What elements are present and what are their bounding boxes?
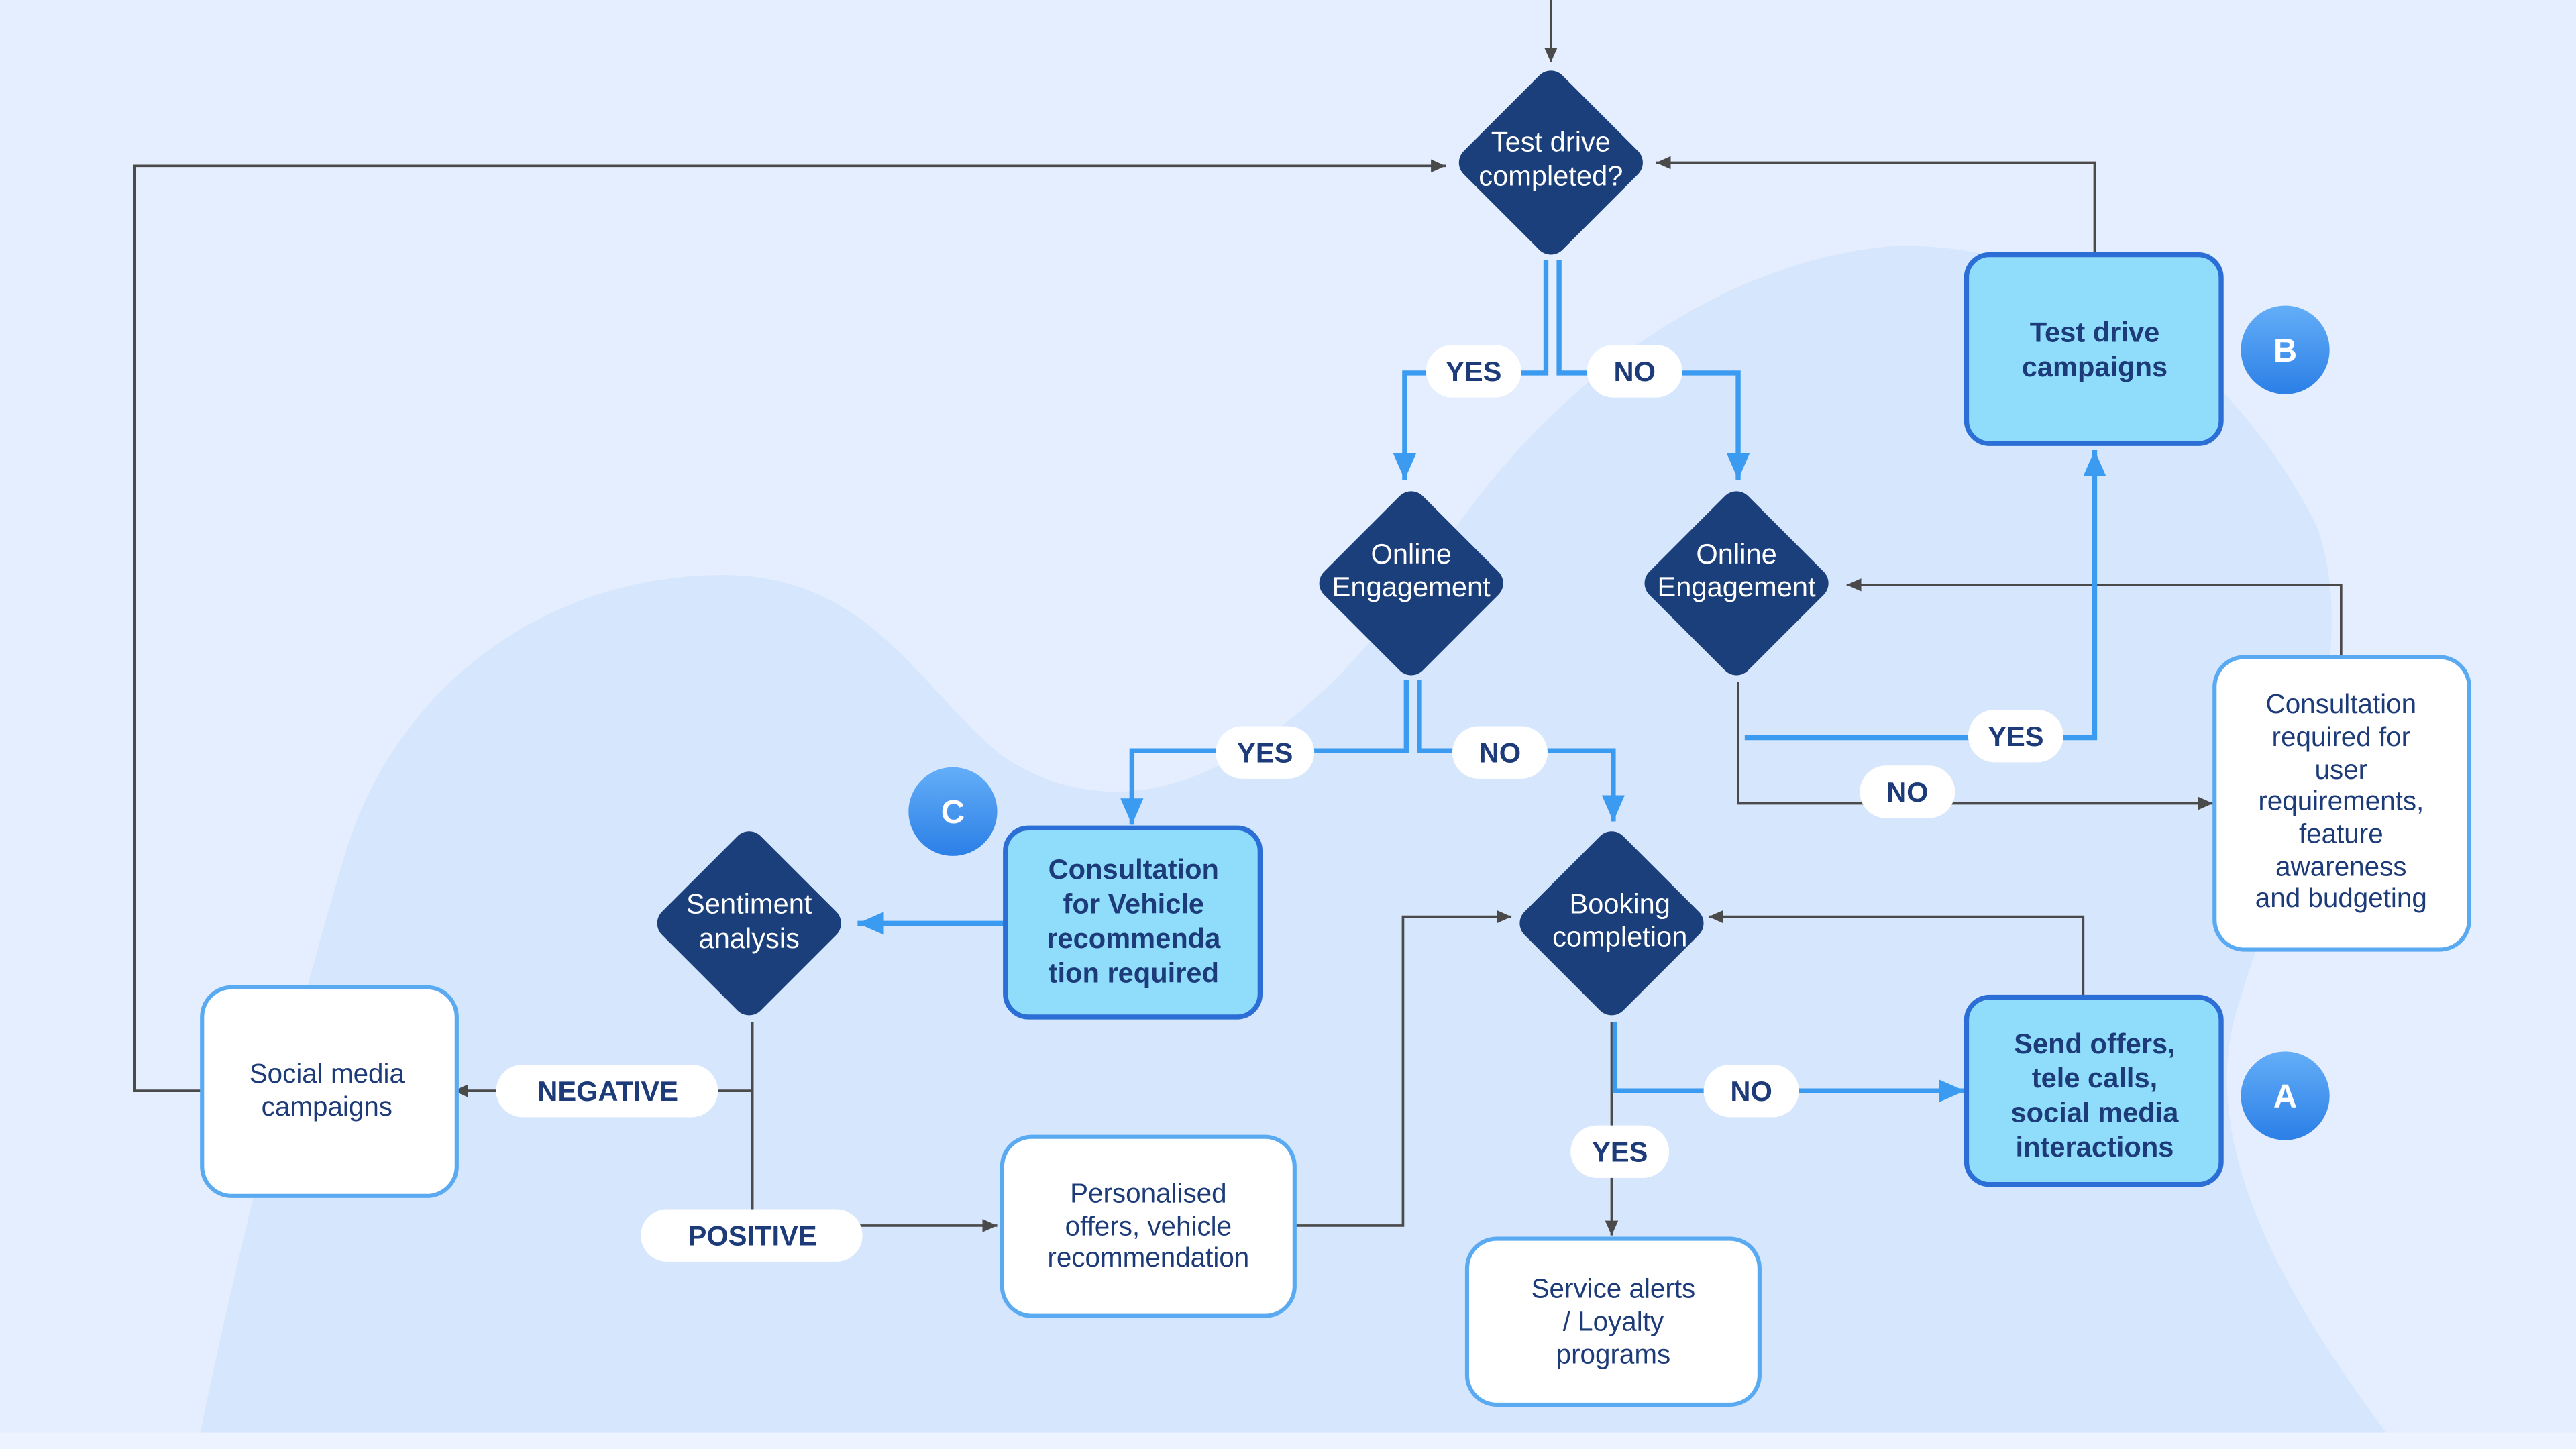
decision-online-right-line1: Online	[1696, 538, 1776, 570]
box-test-drive-campaigns-line1: Test drive	[2030, 316, 2160, 347]
box-consultation-right-line3: user	[2315, 754, 2368, 785]
decision-test-drive: Test drive completed?	[1458, 70, 1643, 255]
label-negative-text: NEGATIVE	[537, 1075, 678, 1107]
label-yes-online-right: YES	[1968, 709, 2063, 763]
blue-connectors	[857, 259, 2106, 1103]
label-yes-top-text: YES	[1446, 356, 1501, 387]
box-personalised: Personalised offers, vehicle recommendat…	[1000, 1134, 1297, 1318]
decision-booking-line1: Booking	[1569, 888, 1670, 920]
box-send-offers-line3: social media	[2011, 1097, 2180, 1128]
label-positive-text: POSITIVE	[688, 1220, 817, 1251]
box-send-offers-line4: interactions	[2016, 1131, 2174, 1163]
box-service-alerts-line3: programs	[1556, 1339, 1671, 1370]
decision-online-right-line2: Engagement	[1658, 571, 1816, 602]
box-consultation-right-line4: requirements,	[2258, 785, 2424, 816]
label-no-booking-text: NO	[1730, 1075, 1772, 1107]
markers: B A C	[908, 305, 2330, 1140]
box-service-alerts-line1: Service alerts	[1532, 1273, 1696, 1304]
decision-sentiment-line1: Sentiment	[686, 888, 812, 920]
personalised-to-booking-arrow	[1296, 910, 1512, 1227]
box-consultation-vehicle: Consultation for Vehicle recommenda tion…	[1003, 825, 1263, 1020]
decision-online-left-line2: Engagement	[1332, 571, 1491, 602]
label-yes-online-right-text: YES	[1988, 720, 2043, 752]
marker-a-text: A	[2273, 1079, 2297, 1115]
label-yes-booking-text: YES	[1592, 1136, 1648, 1167]
decision-online-left-line1: Online	[1371, 538, 1452, 570]
label-no-online-left: NO	[1452, 726, 1548, 779]
box-send-offers: Send offers, tele calls, social media in…	[1964, 994, 2224, 1187]
box-send-offers-line1: Send offers,	[2014, 1028, 2176, 1059]
decision-booking-line2: completion	[1552, 921, 1687, 953]
label-yes-top: YES	[1426, 345, 1521, 398]
marker-b: B	[2241, 305, 2330, 394]
social-to-testdrive-arrow	[133, 159, 1446, 1092]
online-right-yes-arrow	[1744, 450, 2106, 741]
label-negative: NEGATIVE	[496, 1064, 718, 1118]
box-consultation-right-line6: awareness	[2275, 851, 2406, 881]
label-yes-online-left-text: YES	[1237, 737, 1293, 768]
decision-booking: Booking completion	[1519, 831, 1704, 1016]
label-positive: POSITIVE	[641, 1209, 863, 1262]
decision-sentiment-line2: analysis	[699, 922, 800, 954]
box-consultation-right-line1: Consultation	[2266, 688, 2417, 719]
box-consultation-right: Consultation required for user requireme…	[2212, 655, 2471, 952]
decision-sentiment: Sentiment analysis	[657, 831, 841, 1016]
box-consultation-vehicle-line4: tion required	[1049, 957, 1219, 989]
marker-c: C	[908, 767, 998, 856]
decision-online-right: Online Engagement	[1644, 491, 1829, 676]
offers-to-booking-arrow	[1708, 910, 2085, 998]
label-no-booking: NO	[1703, 1064, 1799, 1118]
box-consultation-right-line5: feature	[2299, 818, 2383, 849]
label-no-top: NO	[1587, 345, 1682, 398]
box-social-media-line2: campaigns	[262, 1091, 392, 1122]
box-personalised-line1: Personalised	[1070, 1178, 1227, 1209]
box-send-offers-line2: tele calls,	[2032, 1062, 2157, 1093]
box-service-alerts: Service alerts / Loyalty programs	[1464, 1236, 1762, 1407]
marker-c-text: C	[941, 794, 965, 830]
decision-nodes: Test drive completed? Online Engagement …	[657, 70, 1829, 1016]
box-social-media: Social media campaigns	[200, 985, 459, 1198]
box-social-media-line1: Social media	[250, 1058, 405, 1089]
label-no-top-text: NO	[1614, 356, 1656, 387]
box-service-alerts-line2: / Loyalty	[1563, 1306, 1664, 1337]
edge-labels: YES NO YES NO YES NO NEGATIVE POSITIVE	[496, 345, 2063, 1262]
box-consultation-vehicle-line1: Consultation	[1049, 853, 1219, 885]
box-personalised-line2: offers, vehicle	[1065, 1211, 1232, 1242]
label-yes-online-left: YES	[1216, 726, 1315, 779]
process-boxes: Test drive campaigns Consultation requir…	[200, 252, 2471, 1407]
campaigns-to-testdrive-arrow	[1656, 156, 2096, 255]
box-consultation-right-line7: and budgeting	[2255, 882, 2427, 913]
decision-online-left: Online Engagement	[1319, 491, 1503, 676]
label-no-online-right: NO	[1860, 765, 1955, 818]
box-personalised-line3: recommendation	[1047, 1242, 1249, 1273]
box-consultation-right-line2: required for	[2272, 721, 2411, 752]
label-no-online-left-text: NO	[1479, 737, 1521, 768]
label-yes-booking: YES	[1570, 1125, 1670, 1178]
box-consultation-vehicle-line3: recommenda	[1046, 922, 1221, 954]
online-no-arrow	[1737, 682, 2213, 810]
box-test-drive-campaigns: Test drive campaigns	[1964, 252, 2224, 446]
consultation-to-online-arrow	[1846, 578, 2343, 657]
decision-test-drive-line2: completed?	[1479, 160, 1623, 192]
decision-test-drive-line1: Test drive	[1491, 125, 1611, 157]
box-consultation-vehicle-line2: for Vehicle	[1063, 888, 1205, 920]
marker-b-text: B	[2273, 333, 2297, 369]
marker-a: A	[2241, 1051, 2330, 1140]
booking-no-arrow	[1612, 1022, 1966, 1103]
box-test-drive-campaigns-line2: campaigns	[2022, 351, 2167, 382]
label-no-online-right-text: NO	[1886, 776, 1928, 808]
